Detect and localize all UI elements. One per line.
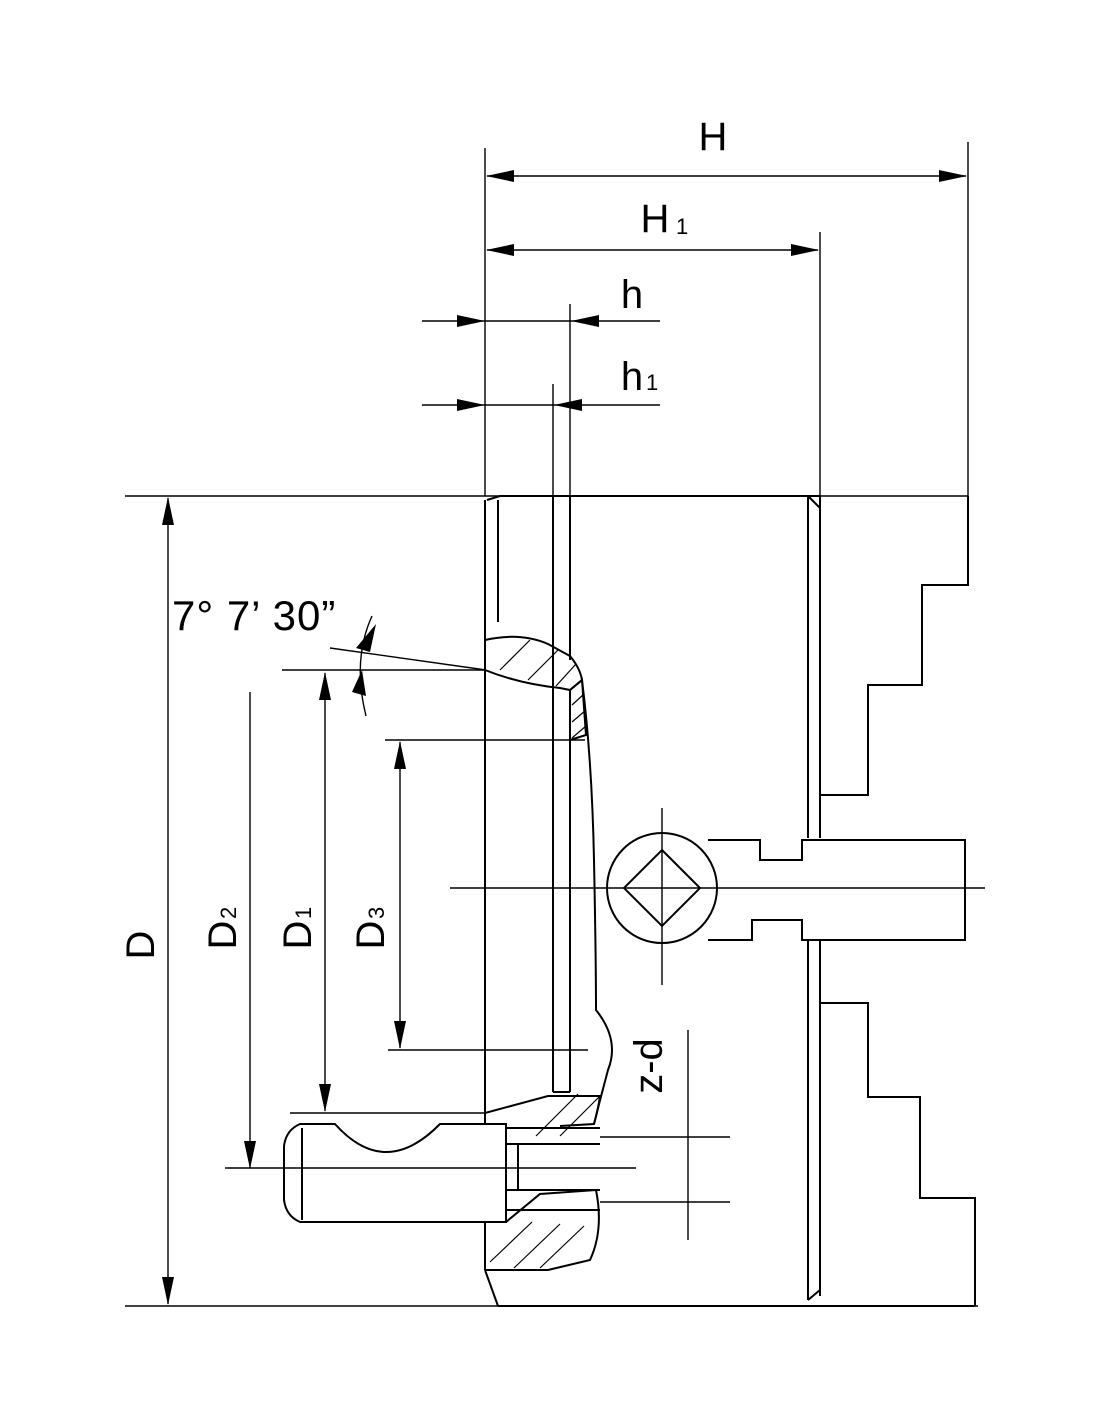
label-angle: 7° 7’ 30” [172, 592, 336, 639]
mounting-pin [283, 1123, 507, 1223]
svg-text:3: 3 [364, 907, 389, 919]
label-H: H [699, 115, 728, 159]
svg-text:H: H [641, 197, 670, 241]
label-H1: H 1 [641, 197, 689, 241]
extension-lines [125, 142, 978, 1307]
svg-text:1: 1 [676, 214, 688, 239]
label-D2: D 2 [201, 907, 245, 950]
svg-text:D: D [349, 921, 393, 950]
label-D1: D 1 [276, 907, 320, 950]
chuck-body [484, 495, 976, 1307]
svg-text:1: 1 [646, 370, 658, 395]
angle-indicator [329, 615, 487, 717]
label-D: D [119, 931, 163, 960]
label-h1: h 1 [621, 355, 658, 399]
svg-text:D: D [276, 921, 320, 950]
svg-text:h: h [621, 355, 643, 399]
dimension-zd [600, 1030, 730, 1240]
dimension-D2 [225, 692, 636, 1169]
dimension-D1 [282, 669, 486, 1114]
dimension-D3 [385, 739, 588, 1051]
svg-text:D: D [201, 921, 245, 950]
svg-text:1: 1 [291, 907, 316, 919]
pinion-square-drive [606, 808, 966, 985]
label-zd: z-d [627, 1038, 671, 1094]
svg-text:2: 2 [216, 907, 241, 919]
label-D3: D 3 [349, 907, 393, 950]
label-h: h [621, 273, 643, 317]
